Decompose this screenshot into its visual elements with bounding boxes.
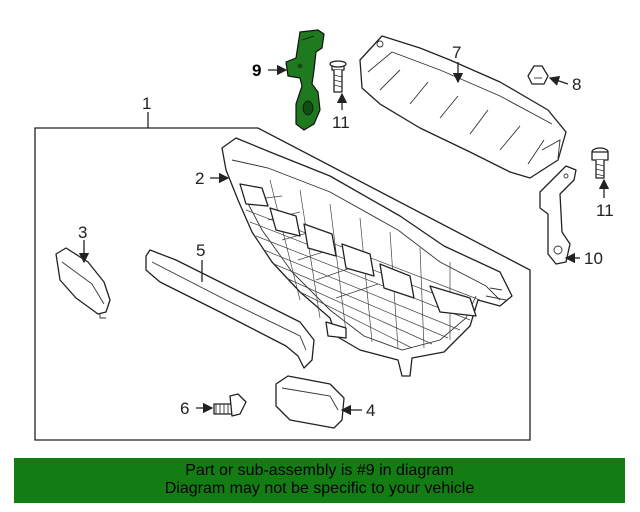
callout-9: 9 [252, 61, 261, 80]
part-7-absorber[interactable] [359, 35, 567, 179]
callout-3: 3 [78, 223, 87, 242]
info-banner: Part or sub-assembly is #9 in diagram Di… [14, 458, 625, 503]
banner-line-1: Part or sub-assembly is #9 in diagram [185, 462, 454, 479]
callout-11-top: 11 [332, 113, 350, 132]
part-11-bolt-right[interactable] [591, 147, 609, 179]
callout-7: 7 [452, 43, 461, 62]
part-4-cover[interactable] [275, 375, 345, 429]
part-5-molding[interactable] [145, 249, 315, 369]
parts-diagram: 1 2 3 5 4 6 9 11 7 8 11 10 [34, 29, 614, 441]
part-6-bolt[interactable] [213, 393, 247, 417]
part-8-clip[interactable] [527, 65, 549, 85]
callout-4: 4 [366, 401, 375, 420]
callout-10: 10 [584, 249, 603, 268]
part-9-bracket[interactable] [285, 29, 325, 131]
part-2-grille[interactable] [221, 137, 513, 377]
callout-5: 5 [196, 241, 205, 260]
leader-8 [548, 75, 569, 86]
part-10-bracket[interactable] [539, 165, 577, 265]
callout-6: 6 [180, 399, 189, 418]
part-3-cover[interactable] [55, 247, 111, 319]
assembly-outline [34, 127, 531, 441]
banner-line-2: Diagram may not be specific to your vehi… [164, 480, 475, 497]
callout-1: 1 [142, 94, 151, 113]
callout-11-right: 11 [596, 201, 614, 220]
callout-8: 8 [572, 75, 581, 94]
part-11-bolt-top[interactable] [329, 60, 347, 93]
callout-2: 2 [195, 169, 204, 188]
